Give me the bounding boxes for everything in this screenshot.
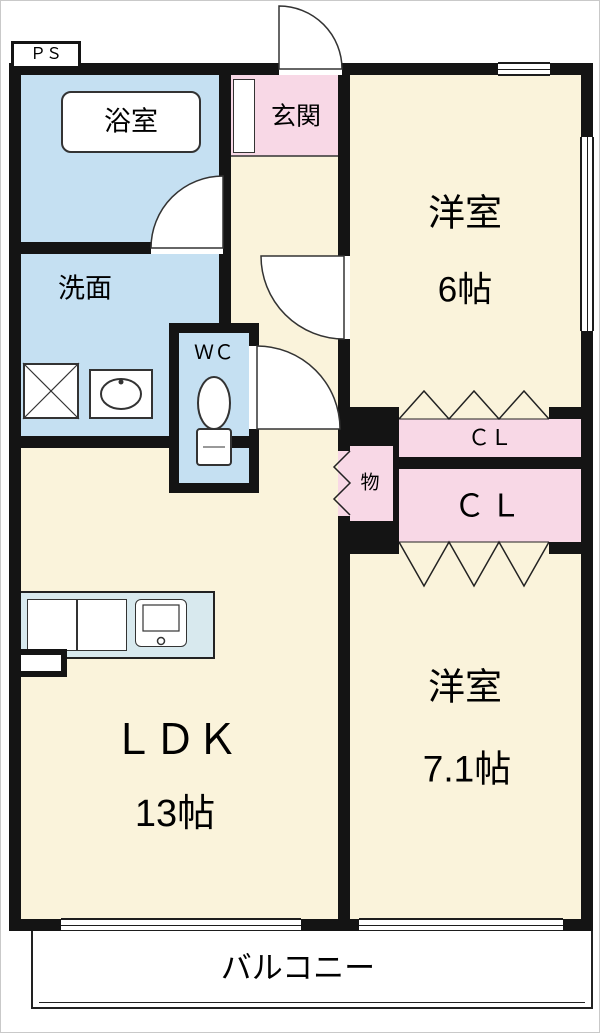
pipe-space-box: ＰＳ <box>11 41 81 69</box>
washroom-floor-upper <box>21 254 219 323</box>
balcony-area <box>31 931 593 1009</box>
wall-wc-left <box>169 323 179 493</box>
washroom-label: 洗面 <box>58 273 112 304</box>
kitchen-cabinet-right <box>77 599 127 651</box>
kitchen-sink-basin <box>142 604 180 632</box>
closet-upper-folding-door <box>398 389 550 421</box>
toilet-bowl <box>197 376 231 430</box>
wall-wc-bottom <box>169 483 259 493</box>
bathroom-door-arc <box>150 175 224 249</box>
closet-upper-label: ＣＬ <box>467 425 513 450</box>
wall-closet-bottom-right <box>549 542 593 554</box>
wall-closet-top-right <box>549 407 593 419</box>
vanity-basin <box>100 378 142 410</box>
bedroom71-size-label: 7.1帖 <box>422 748 512 790</box>
closet-lower-label: ＣＬ <box>454 488 526 524</box>
bedroom6-door-arc <box>260 255 345 340</box>
closet-upper-floor <box>399 419 581 457</box>
pipe-space-label: ＰＳ <box>29 46 62 63</box>
vanity-faucet-dot <box>118 379 124 385</box>
storage-folding-door <box>332 450 352 516</box>
wall-closet-middle <box>393 457 581 469</box>
closet-lower-floor <box>399 469 581 542</box>
bedroom6-size-label: 6帖 <box>437 270 493 310</box>
wall-washroom-bottom <box>9 436 179 448</box>
wall-divider-lower <box>338 516 350 919</box>
ldk-size-label: 13帖 <box>134 793 216 835</box>
wall-storage-right <box>393 419 399 554</box>
wall-wc-top <box>169 323 259 333</box>
bedroom6-label: 洋室 <box>428 192 502 234</box>
wc-door-opening <box>249 346 259 429</box>
wall-storage-top <box>338 407 399 446</box>
bathtub <box>61 91 201 153</box>
wc-label: ＷＣ <box>194 342 234 364</box>
kitchen-drain-dot <box>156 636 166 646</box>
balcony-label: バルコニー <box>220 950 376 986</box>
wc-door-arc <box>256 345 341 430</box>
ldk-label: ＬＤＫ <box>111 716 239 763</box>
bathroom-label: 浴室 <box>104 106 158 137</box>
wall-storage-bottom <box>338 521 399 554</box>
bedroom6-floor <box>350 75 581 419</box>
ldk-floor <box>21 448 338 919</box>
storage-floor <box>338 446 393 521</box>
storage-label: 物 <box>360 472 380 494</box>
closet-lower-folding-door <box>398 540 550 588</box>
washer-cross-line2 <box>22 362 80 420</box>
vanity-sink-unit <box>89 369 153 419</box>
wall-bathroom-right <box>219 75 231 333</box>
entrance-label: 玄関 <box>270 102 322 131</box>
wall-left <box>9 63 21 931</box>
bedroom6-top-window <box>498 62 550 76</box>
entrance-door-arc <box>278 5 343 70</box>
bedroom71-floor <box>350 542 581 919</box>
shoe-cabinet <box>233 79 255 153</box>
bedroom71-label: 洋室 <box>428 666 502 708</box>
kitchen-cabinet-left <box>27 599 77 651</box>
bedroom6-side-window <box>580 137 594 331</box>
